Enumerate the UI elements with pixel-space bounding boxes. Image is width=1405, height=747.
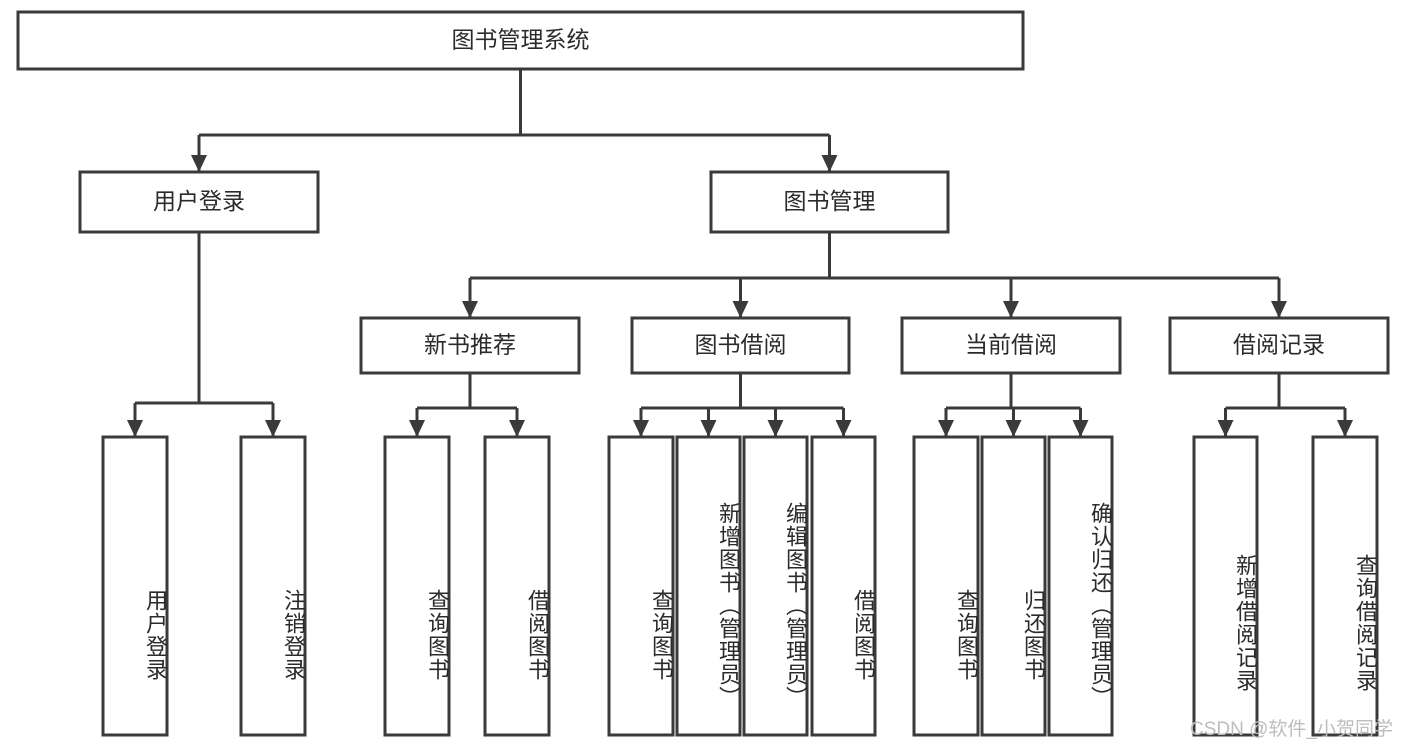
arrow-leaf-add-record (1217, 420, 1234, 437)
node-label-book-borrow: 图书借阅 (695, 332, 787, 358)
node-box-leaf-add-book (675, 435, 742, 737)
node-box-current-borrow (900, 316, 1122, 375)
boxes-layer (16, 10, 1390, 737)
node-box-book-borrow (630, 316, 851, 375)
arrow-leaf-query-book-rec (409, 420, 425, 437)
node-label-current-borrow: 当前借阅 (965, 332, 1057, 358)
node-box-root (16, 10, 1025, 71)
node-box-leaf-user-login (101, 435, 169, 737)
node-box-user-login (78, 170, 320, 234)
node-box-leaf-add-record (1192, 435, 1259, 737)
arrow-book-manage (821, 155, 838, 172)
arrow-leaf-confirm-return (1072, 420, 1089, 437)
node-box-leaf-query-record (1311, 435, 1379, 737)
arrow-current-borrow (1003, 301, 1019, 318)
node-box-leaf-return-book (980, 435, 1047, 737)
arrow-new-book-recommend (462, 301, 478, 318)
arrow-user-login (191, 155, 207, 172)
node-label-book-manage: 图书管理 (784, 188, 876, 214)
arrow-borrow-record (1271, 301, 1287, 318)
node-box-leaf-confirm-return (1047, 435, 1114, 737)
node-box-book-manage (709, 170, 950, 234)
arrow-leaf-return-book (1005, 420, 1022, 437)
arrow-leaf-edit-book (767, 420, 784, 437)
node-label-borrow-record: 借阅记录 (1233, 332, 1325, 358)
node-box-leaf-edit-book (742, 435, 809, 737)
watermark: CSDN @软件_小贺同学 (1190, 719, 1393, 740)
node-label-new-book-recommend: 新书推荐 (424, 332, 516, 358)
arrow-leaf-query-book-borrow (633, 420, 649, 437)
connectors-layer (127, 69, 1353, 437)
node-box-leaf-borrow-book (810, 435, 877, 737)
arrow-leaf-query-book-cur (938, 420, 954, 437)
arrow-book-borrow (732, 301, 749, 318)
arrow-leaf-borrow-book (835, 420, 852, 437)
arrow-leaf-query-record (1337, 420, 1353, 437)
node-box-leaf-query-book-cur (912, 435, 980, 737)
node-box-borrow-record (1168, 316, 1390, 375)
arrow-leaf-user-login (127, 420, 143, 437)
node-box-leaf-query-book-rec (383, 435, 451, 737)
node-box-leaf-query-book-borrow (607, 435, 675, 737)
node-box-new-book-recommend (359, 316, 581, 375)
node-label-user-login: 用户登录 (153, 188, 245, 214)
node-box-leaf-borrow-book-rec (483, 435, 551, 737)
node-box-leaf-logout (239, 435, 307, 737)
arrow-leaf-borrow-book-rec (509, 420, 525, 437)
arrow-leaf-logout (265, 420, 281, 437)
node-label-root: 图书管理系统 (452, 27, 590, 53)
arrow-leaf-add-book (700, 420, 717, 437)
